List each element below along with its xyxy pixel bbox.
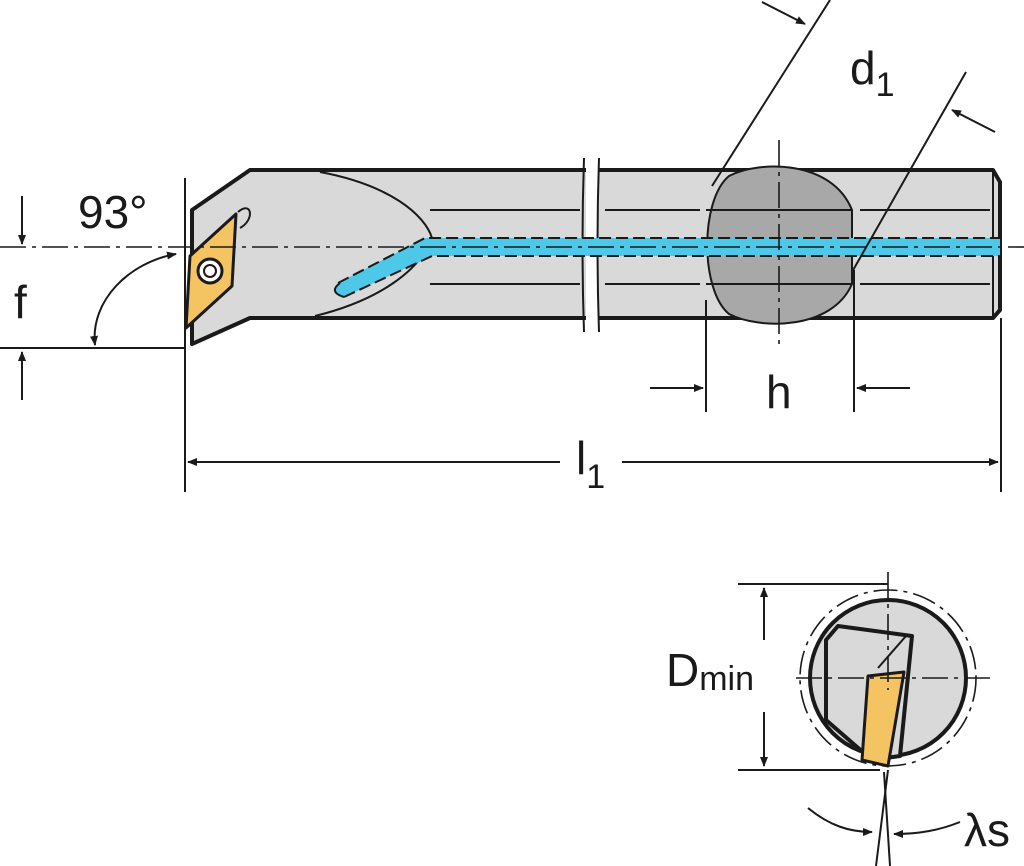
- coolant-channel: [333, 237, 1000, 298]
- lambda-s-label: λs: [964, 804, 1010, 856]
- dimension-lines: [0, 0, 1002, 492]
- end-view: [796, 572, 996, 768]
- angle-label: 93°: [78, 186, 148, 238]
- cutting-insert: [184, 207, 251, 330]
- dmin-dimension: [738, 583, 888, 771]
- dmin-label: Dmin: [666, 644, 754, 698]
- d1-label: d1: [850, 42, 895, 104]
- shank-inner-lines: [430, 172, 994, 316]
- f-label: f: [14, 276, 27, 328]
- h-label: h: [766, 366, 792, 418]
- lambda-s-dimension: [807, 769, 961, 866]
- end-view-insert: [860, 670, 906, 768]
- side-view: [0, 140, 1024, 350]
- l1-label: l1: [576, 432, 605, 496]
